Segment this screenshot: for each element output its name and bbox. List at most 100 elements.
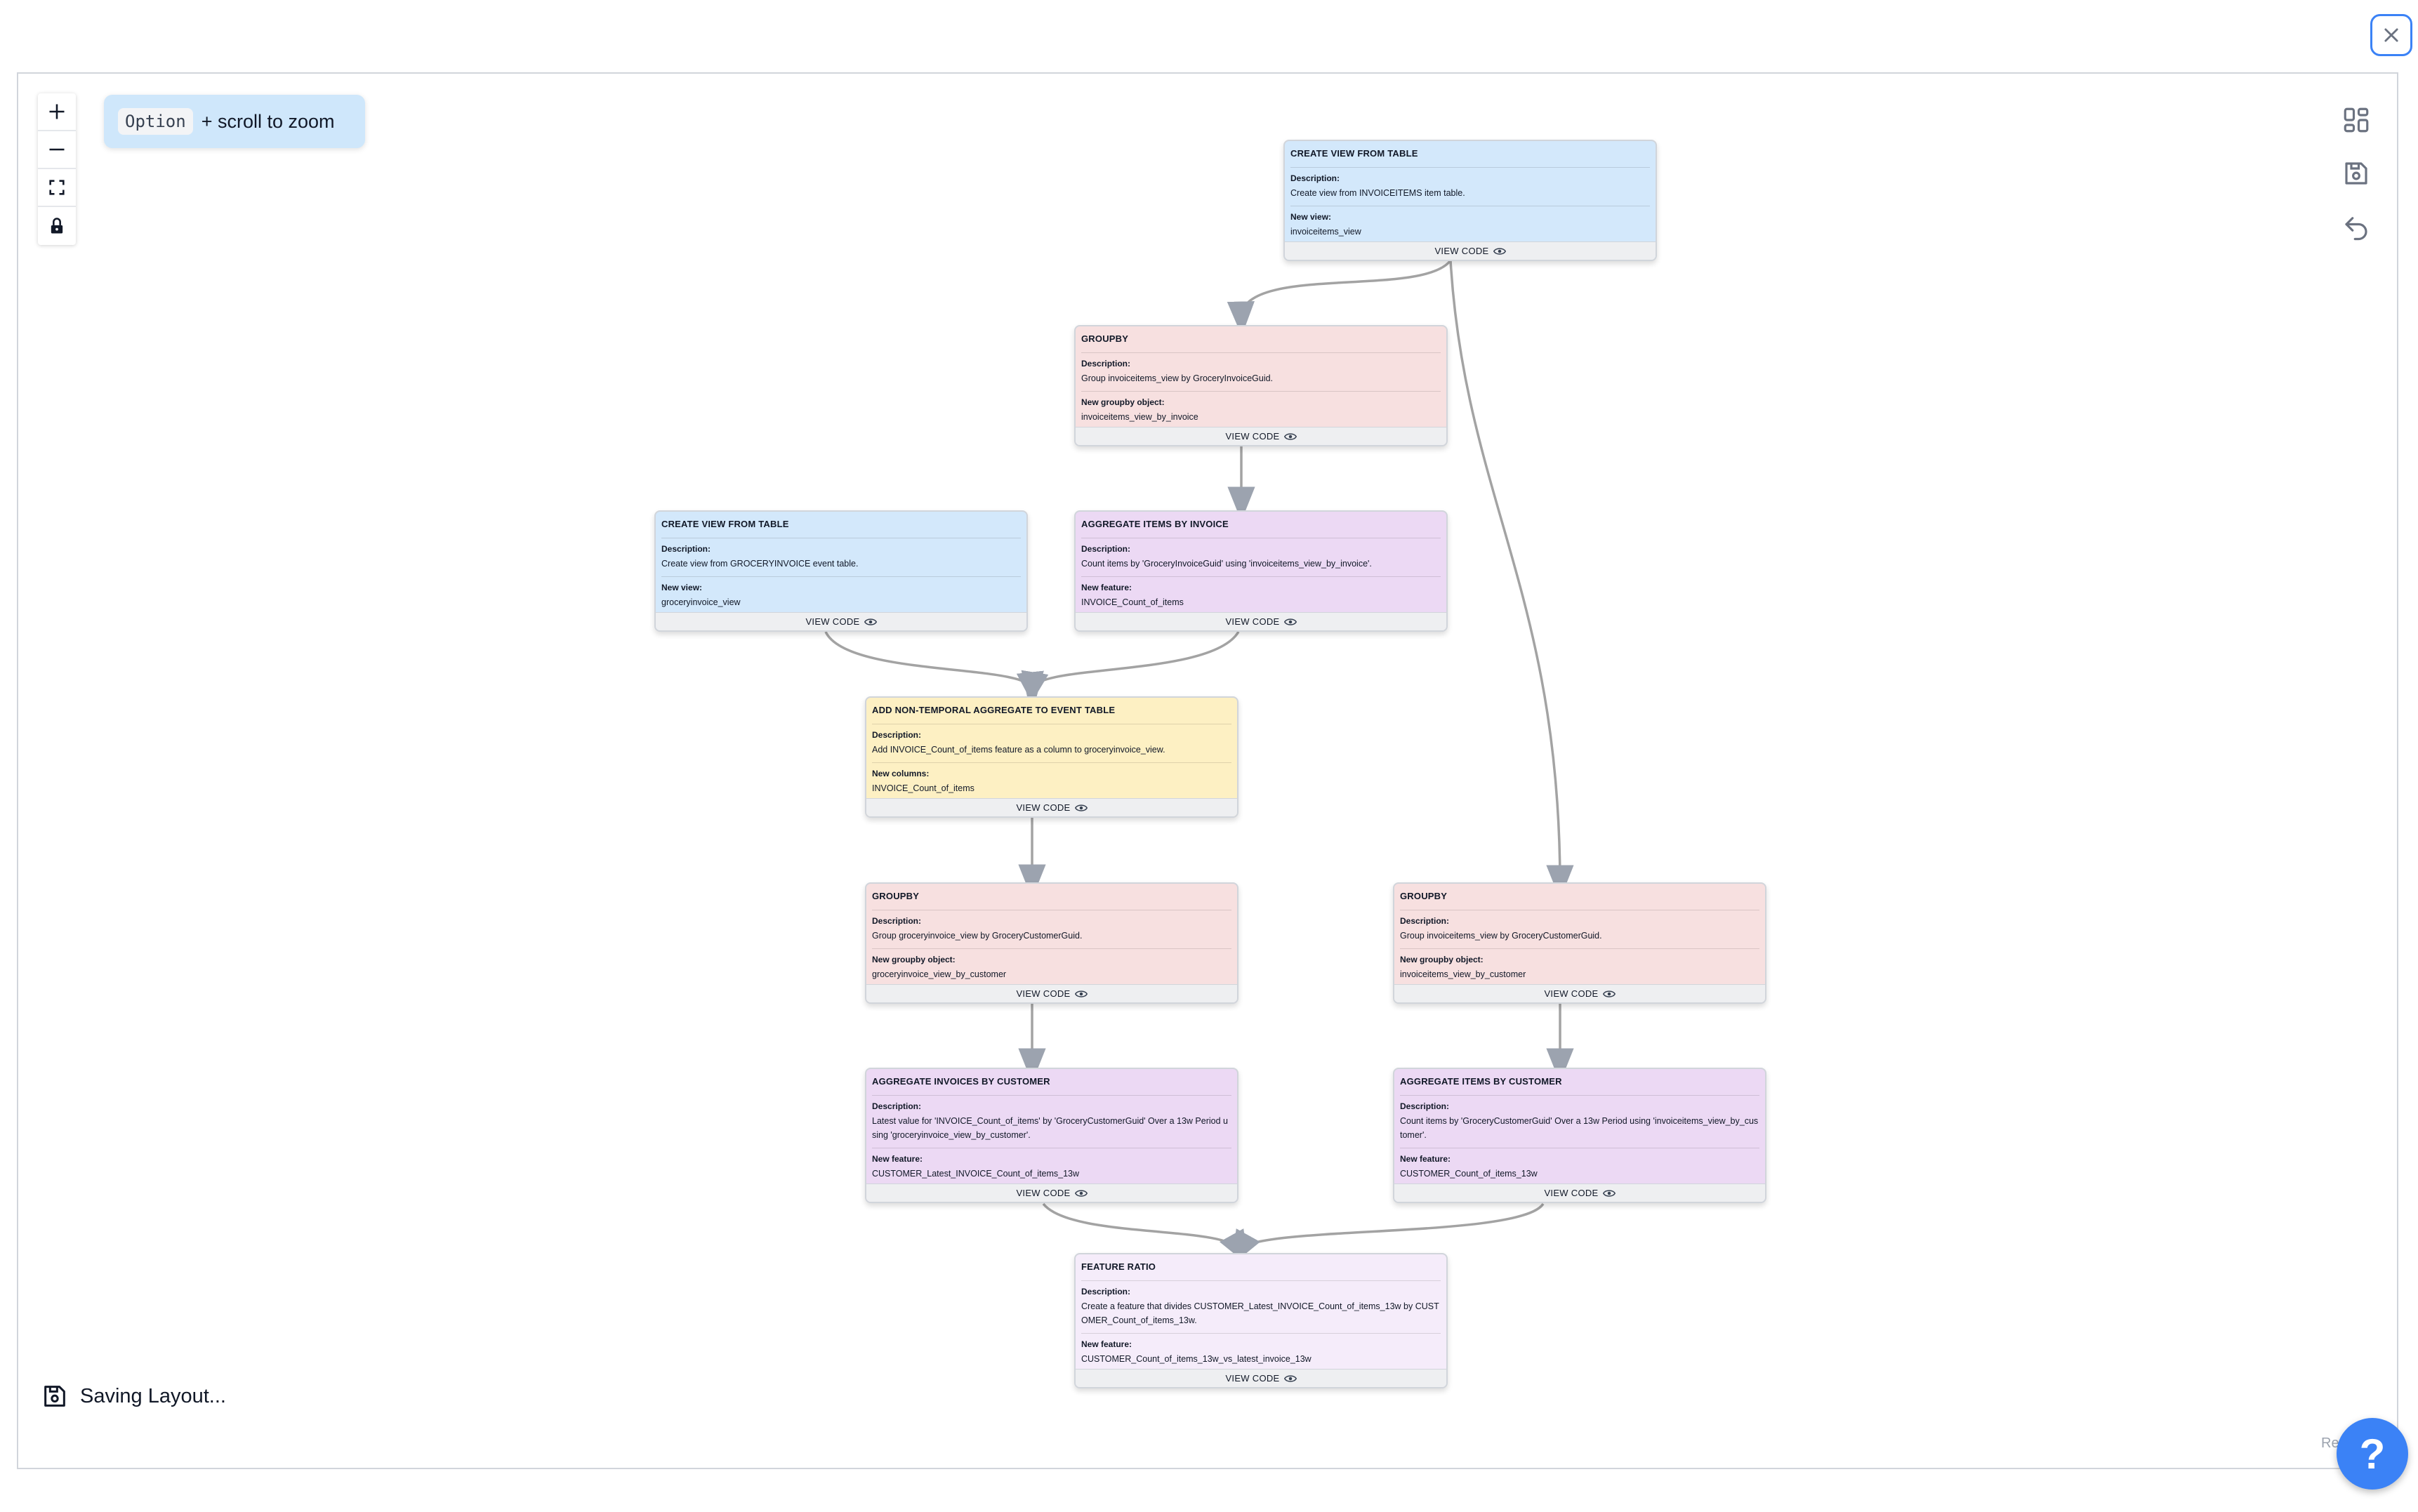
save-layout-button[interactable] (2335, 152, 2377, 194)
view-code-label: VIEW CODE (1016, 988, 1071, 999)
node-description: Create a feature that divides CUSTOMER_L… (1081, 1299, 1441, 1334)
lock-icon (51, 218, 63, 234)
node-output: invoiceitems_view_by_customer (1400, 969, 1526, 979)
view-code-button[interactable]: VIEW CODE (1076, 612, 1446, 630)
node-output: groceryinvoice_view (661, 597, 741, 607)
node-output-label: New feature: (1081, 583, 1132, 592)
lock-button[interactable] (38, 207, 76, 245)
eye-icon (1602, 1189, 1616, 1197)
view-code-label: VIEW CODE (1225, 616, 1280, 627)
save-icon (44, 1386, 65, 1407)
saving-status: Saving Layout... (41, 1382, 226, 1410)
view-code-button[interactable]: VIEW CODE (1076, 427, 1446, 445)
edge-aggregate-items-to-add-aggregate (1021, 631, 1240, 707)
node-output-label: New groupby object: (1081, 397, 1165, 407)
view-code-button[interactable]: VIEW CODE (1394, 1183, 1765, 1202)
node-title: CREATE VIEW FROM TABLE (1290, 148, 1650, 168)
node-description: Create view from INVOICEITEMS item table… (1290, 186, 1650, 206)
eye-icon (864, 618, 877, 625)
eye-icon (1493, 247, 1506, 255)
node-create-view-invoiceitems[interactable]: CREATE VIEW FROM TABLE Description: Crea… (1283, 140, 1657, 261)
view-code-button[interactable]: VIEW CODE (866, 984, 1237, 1002)
saving-status-text: Saving Layout... (80, 1384, 226, 1407)
node-output-label: New feature: (872, 1154, 923, 1164)
view-code-button[interactable]: VIEW CODE (1285, 241, 1656, 260)
node-description-label: Description: (1081, 1287, 1131, 1297)
fit-view-button[interactable] (38, 169, 76, 207)
view-code-label: VIEW CODE (1016, 802, 1071, 813)
node-output: CUSTOMER_Latest_INVOICE_Count_of_items_1… (872, 1169, 1080, 1179)
edge-layer (824, 259, 1574, 1266)
node-description: Group groceryinvoice_view by GroceryCust… (872, 929, 1231, 949)
save-icon (2345, 162, 2367, 185)
view-code-label: VIEW CODE (1225, 1373, 1280, 1384)
node-title: GROUPBY (1400, 891, 1759, 910)
view-code-button[interactable]: VIEW CODE (1394, 984, 1765, 1002)
node-output-label: New groupby object: (1400, 955, 1484, 964)
node-title: GROUPBY (872, 891, 1231, 910)
node-description: Latest value for 'INVOICE_Count_of_items… (872, 1114, 1231, 1148)
node-description-label: Description: (872, 730, 922, 740)
node-feature-ratio[interactable]: FEATURE RATIO Description: Create a feat… (1074, 1253, 1448, 1388)
view-code-label: VIEW CODE (805, 616, 860, 627)
node-create-view-groceryinvoice[interactable]: CREATE VIEW FROM TABLE Description: Crea… (654, 510, 1028, 632)
zoom-hint-key: Option (118, 108, 193, 135)
layout-icon (2344, 107, 2369, 133)
node-title: FEATURE RATIO (1081, 1261, 1441, 1281)
node-aggregate-items-by-customer[interactable]: AGGREGATE ITEMS BY CUSTOMER Description:… (1393, 1068, 1766, 1203)
side-toolbar (2335, 99, 2377, 259)
node-title: ADD NON-TEMPORAL AGGREGATE TO EVENT TABL… (872, 705, 1231, 724)
node-description-label: Description: (872, 1101, 922, 1111)
node-description-label: Description: (1290, 173, 1340, 183)
undo-icon (2345, 217, 2367, 241)
node-title: AGGREGATE ITEMS BY INVOICE (1081, 519, 1441, 538)
node-output: groceryinvoice_view_by_customer (872, 969, 1007, 979)
node-description: Add INVOICE_Count_of_items feature as a … (872, 743, 1231, 763)
node-description: Group invoiceitems_view by GroceryCustom… (1400, 929, 1759, 949)
zoom-in-button[interactable] (38, 93, 76, 131)
node-groupby-groceryinvoice-customer[interactable]: GROUPBY Description: Group groceryinvoic… (865, 882, 1238, 1004)
node-description-label: Description: (872, 916, 922, 926)
eye-icon (1283, 1374, 1297, 1382)
node-output-label: New feature: (1081, 1339, 1132, 1349)
zoom-controls (38, 93, 76, 245)
close-icon (2384, 28, 2398, 42)
view-code-label: VIEW CODE (1225, 431, 1280, 442)
flow-canvas[interactable]: Option + scroll to zoom CREATE VIEW FROM… (17, 72, 2398, 1469)
close-button[interactable] (2370, 14, 2412, 56)
node-description: Group invoiceitems_view by GroceryInvoic… (1081, 371, 1441, 392)
node-title: AGGREGATE INVOICES BY CUSTOMER (872, 1076, 1231, 1096)
minus-icon (49, 148, 65, 151)
attribution-link[interactable]: Re (2321, 1435, 2339, 1451)
edge-aggregate-invoices-to-ratio (1042, 1202, 1249, 1266)
view-code-button[interactable]: VIEW CODE (866, 798, 1237, 816)
node-title: GROUPBY (1081, 333, 1441, 353)
view-code-button[interactable]: VIEW CODE (1076, 1369, 1446, 1387)
layout-button[interactable] (2335, 99, 2377, 141)
node-description-label: Description: (1400, 1101, 1450, 1111)
zoom-hint-text: + scroll to zoom (201, 110, 335, 132)
node-output: INVOICE_Count_of_items (872, 783, 975, 793)
node-aggregate-invoices-by-customer[interactable]: AGGREGATE INVOICES BY CUSTOMER Descripti… (865, 1068, 1238, 1203)
fit-view-icon (49, 180, 65, 195)
node-description-label: Description: (1081, 359, 1131, 369)
view-code-button[interactable]: VIEW CODE (656, 612, 1026, 630)
node-description: Count items by 'GroceryInvoiceGuid' usin… (1081, 557, 1441, 577)
eye-icon (1283, 432, 1297, 440)
node-aggregate-items-by-invoice[interactable]: AGGREGATE ITEMS BY INVOICE Description: … (1074, 510, 1448, 632)
undo-button[interactable] (2335, 206, 2377, 248)
edge-groceryinvoice-to-add-aggregate (824, 631, 1044, 707)
node-groupby-invoice[interactable]: GROUPBY Description: Group invoiceitems_… (1074, 325, 1448, 446)
node-output: CUSTOMER_Count_of_items_13w_vs_latest_in… (1081, 1354, 1312, 1364)
eye-icon (1074, 990, 1088, 997)
view-code-button[interactable]: VIEW CODE (866, 1183, 1237, 1202)
node-description: Create view from GROCERYINVOICE event ta… (661, 557, 1021, 577)
node-title: AGGREGATE ITEMS BY CUSTOMER (1400, 1076, 1759, 1096)
help-button[interactable]: ? (2337, 1418, 2408, 1490)
node-description-label: Description: (661, 544, 711, 554)
zoom-out-button[interactable] (38, 131, 76, 169)
eye-icon (1074, 1189, 1088, 1197)
node-groupby-invoiceitems-customer[interactable]: GROUPBY Description: Group invoiceitems_… (1393, 882, 1766, 1004)
node-description: Count items by 'GroceryCustomerGuid' Ove… (1400, 1114, 1759, 1148)
node-add-non-temporal-aggregate[interactable]: ADD NON-TEMPORAL AGGREGATE TO EVENT TABL… (865, 696, 1238, 818)
